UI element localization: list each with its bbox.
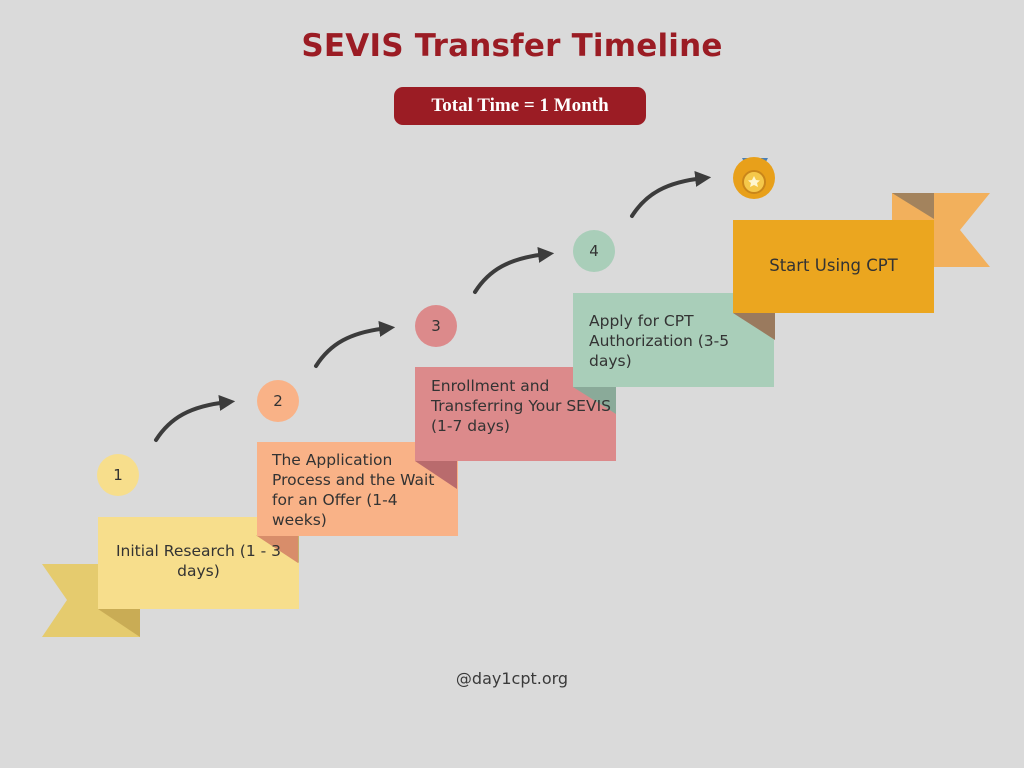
footer-handle: @day1cpt.org (455, 669, 569, 688)
arrow-4-5 (630, 170, 712, 218)
medal-icon (733, 157, 775, 199)
step-3-corner (733, 313, 775, 340)
arrow-2-3 (314, 320, 396, 368)
step-1-label: Initial Research (1 - 3 days) (115, 542, 282, 580)
step-4-label: Apply for CPT Authorization (3-5 days) (589, 312, 730, 370)
step-3-label: Enrollment and Transferring Your SEVIS (… (431, 377, 611, 435)
step-5-label: Start Using CPT (769, 256, 898, 275)
start-ribbon-fold (98, 609, 140, 637)
end-ribbon-fold (892, 193, 934, 219)
arrow-1-2 (154, 394, 236, 442)
arrow-3-4 (473, 246, 555, 294)
page-title: SEVIS Transfer Timeline (301, 28, 723, 64)
step-2-label: The Application Process and the Wait for… (272, 451, 435, 529)
step-2-fold (257, 536, 298, 563)
step-3-number: 3 (415, 305, 457, 347)
step-1-number: 1 (97, 454, 139, 496)
step-2-number: 2 (257, 380, 299, 422)
step-4-fold (573, 387, 616, 414)
step-3-fold (415, 461, 457, 489)
step-4-number: 4 (573, 230, 615, 272)
step-5-box (733, 220, 934, 313)
total-time-badge: Total Time = 1 Month (394, 87, 646, 125)
